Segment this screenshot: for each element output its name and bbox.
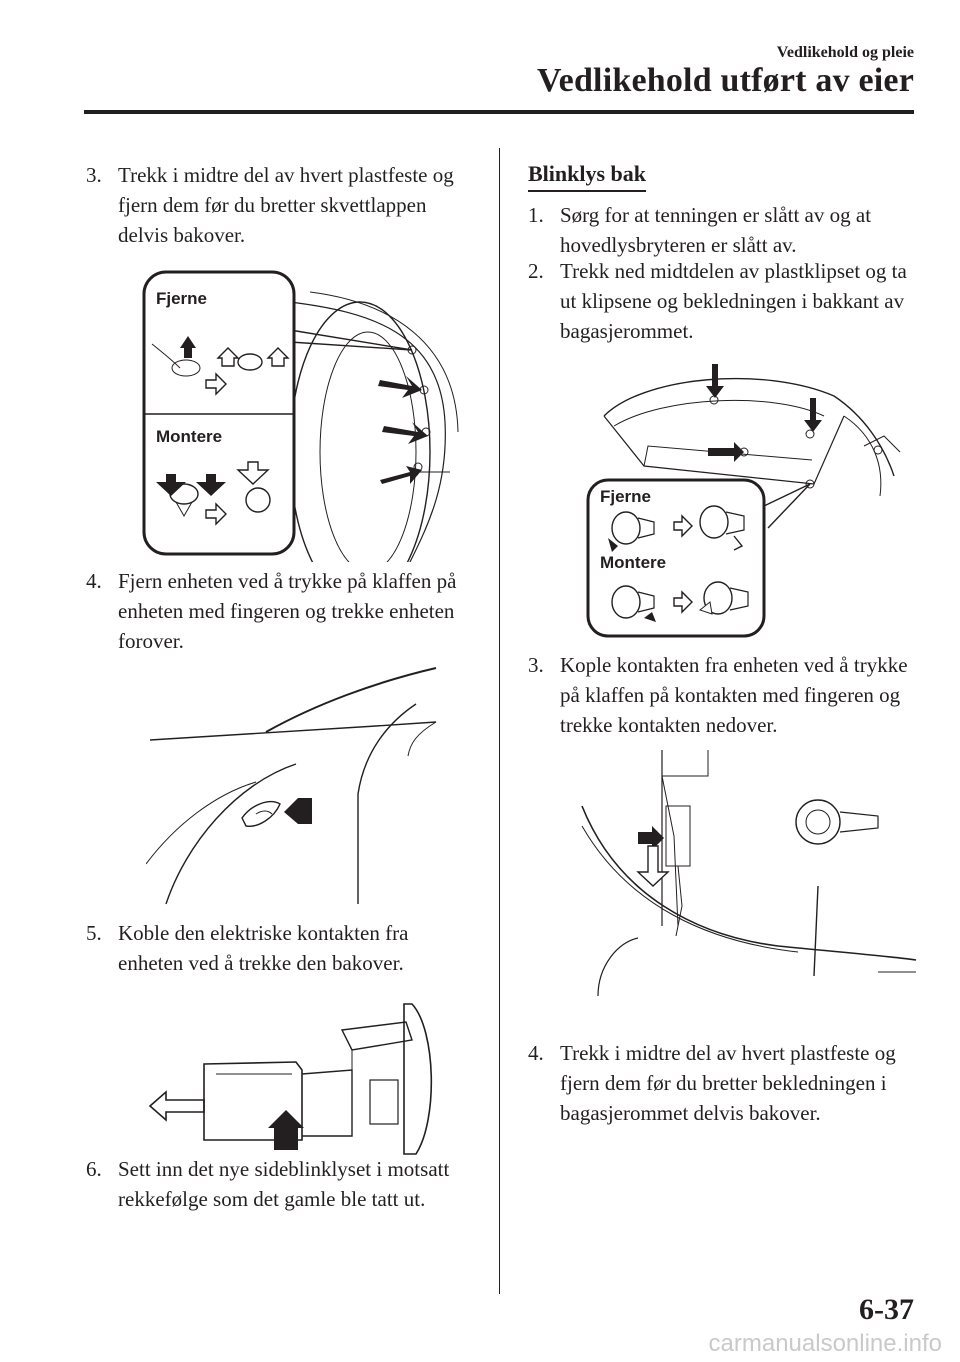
step-text: Fjern enheten ved å trykke på klaffen på… xyxy=(118,569,457,653)
remove-label: Fjerne xyxy=(156,289,207,308)
header-rule xyxy=(84,110,914,114)
left-step-3: 3. Trekk i midtre del av hvert plastfest… xyxy=(86,160,476,250)
step-text: Sørg for at tenningen er slått av og at … xyxy=(560,203,872,257)
remove-label: Fjerne xyxy=(600,487,651,506)
step-text: Trekk ned midtdelen av plastklipset og t… xyxy=(560,259,907,343)
step-number: 1. xyxy=(528,203,544,227)
left-step-6: 6. Sett inn det nye sideblinklyset i mot… xyxy=(86,1154,486,1214)
left-step-5: 5. Koble den elektriske kontakten fra en… xyxy=(86,918,476,978)
step-text: Koble den elektriske kontakten fra enhet… xyxy=(118,921,409,975)
step-number: 2. xyxy=(528,259,544,283)
install-label: Montere xyxy=(156,427,222,446)
figure-mudflap-clips: Fjerne Montere xyxy=(140,262,460,562)
right-step-1: 1. Sørg for at tenningen er slått av og … xyxy=(528,200,918,260)
figure-connector-disconnect xyxy=(146,1000,446,1160)
step-number: 5. xyxy=(86,921,102,945)
watermark: carmanualsonline.info xyxy=(708,1330,942,1357)
step-number: 3. xyxy=(86,163,102,187)
install-label: Montere xyxy=(600,553,666,572)
right-step-4: 4. Trekk i midtre del av hvert plastfest… xyxy=(528,1038,918,1128)
right-step-3: 3. Kople kontakten fra enheten ved å try… xyxy=(528,650,918,740)
step-text: Trekk i midtre del av hvert plastfeste o… xyxy=(560,1041,896,1125)
step-number: 4. xyxy=(528,1041,544,1065)
step-number: 6. xyxy=(86,1157,102,1181)
section-title-rear-turn-signal: Blinklys bak xyxy=(528,160,647,192)
step-number: 3. xyxy=(528,653,544,677)
page-number: 6-37 xyxy=(859,1293,914,1326)
step-number: 4. xyxy=(86,569,102,593)
column-divider xyxy=(499,148,500,1294)
right-step-2: 2. Trekk ned midtdelen av plastklipset o… xyxy=(528,256,918,346)
step-text: Sett inn det nye sideblinklyset i motsat… xyxy=(118,1157,450,1211)
figure-rear-connector xyxy=(578,746,918,1002)
step-text: Kople kontakten fra enheten ved å trykke… xyxy=(560,653,908,737)
header-section-label: Vedlikehold og pleie xyxy=(776,44,914,61)
left-step-4: 4. Fjern enheten ved å trykke på klaffen… xyxy=(86,566,476,656)
step-text: Trekk i midtre del av hvert plastfeste o… xyxy=(118,163,454,247)
page-title: Vedlikehold utført av eier xyxy=(537,62,914,99)
figure-trunk-trim-clips: Fjerne Montere xyxy=(584,356,904,640)
figure-side-lamp-removal xyxy=(146,664,446,906)
